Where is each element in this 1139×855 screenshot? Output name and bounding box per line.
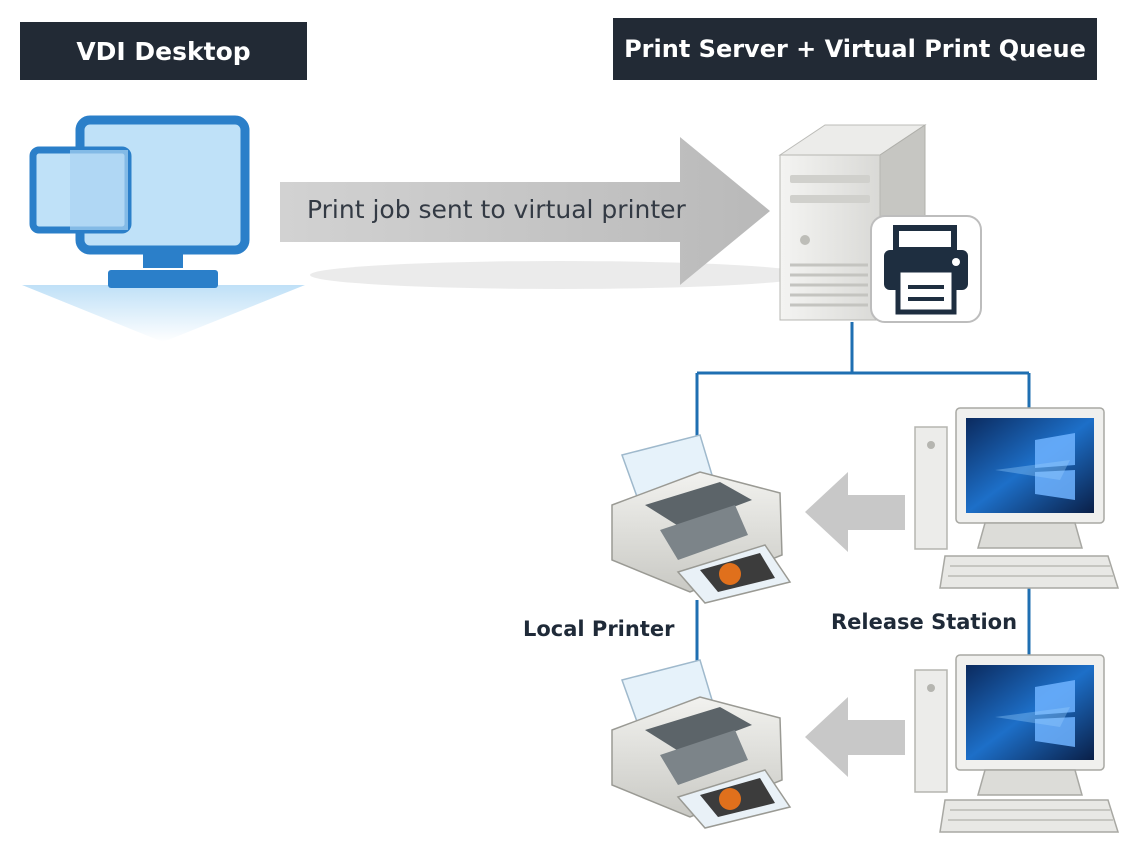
release-arrow-top [805, 472, 905, 552]
release-station-icon-bottom [914, 654, 1120, 833]
local-printer-icon-top [611, 434, 792, 604]
release-arrow-bottom [805, 697, 905, 777]
release-station-icon-top [914, 407, 1120, 589]
connector-lines [695, 322, 1031, 680]
print-job-arrow-label: Print job sent to virtual printer [307, 195, 686, 224]
print-server-title: Print Server + Virtual Print Queue [613, 18, 1097, 80]
local-printer-icon-bottom [611, 659, 792, 829]
print-job-arrow [280, 137, 810, 289]
virtual-printer-icon [870, 215, 982, 323]
release-station-label: Release Station [831, 610, 1018, 634]
vdi-monitor-icon [22, 115, 305, 342]
local-printer-label: Local Printer [523, 617, 675, 641]
vdi-desktop-title: VDI Desktop [20, 22, 307, 80]
